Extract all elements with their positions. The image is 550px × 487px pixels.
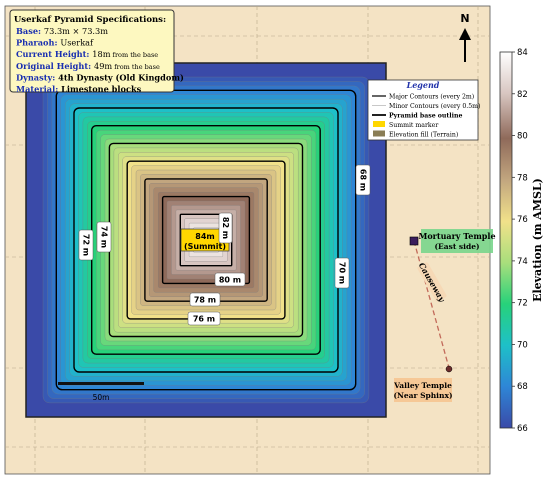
valley-temple-label-bg: [394, 378, 452, 402]
colorbar-tick: 74: [512, 257, 528, 267]
spec-row: Dynasty: 4th Dynasty (Old Kingdom): [16, 72, 184, 82]
svg-text:76: 76: [517, 215, 528, 225]
svg-text:Summit marker: Summit marker: [389, 122, 438, 129]
contour-label-76m: 76 m: [187, 311, 221, 326]
spec-row: Pharaoh: Userkaf: [16, 38, 94, 48]
summit-label-line2: (Summit): [184, 242, 226, 251]
spec-row: Original Height: 49m from the base: [16, 61, 160, 71]
colorbar-tick: 82: [512, 90, 528, 100]
colorbar-tick: 68: [512, 382, 528, 392]
valley-temple-label: Valley Temple: [393, 381, 452, 390]
colorbar-tick: 70: [512, 340, 528, 350]
contour-label-78m: 78 m: [189, 292, 221, 307]
legend: Legend Major Contours (every 2m) Minor Co…: [367, 79, 480, 141]
mortuary-temple-label: Mortuary Temple: [418, 231, 495, 241]
north-label: N: [460, 12, 469, 25]
spec-row: Base: 73.3m × 73.3m: [16, 26, 108, 36]
scale-bar: [58, 382, 144, 385]
colorbar-tick: 84: [512, 48, 528, 58]
contour-label-70m: 70 m: [334, 257, 350, 289]
mortuary-temple-label-bg: [421, 229, 493, 253]
colorbar-tick: 76: [512, 215, 528, 225]
contour-label-72m: 72 m: [78, 229, 94, 261]
svg-text:68: 68: [517, 382, 528, 392]
svg-text:Major Contours (every 2m): Major Contours (every 2m): [389, 93, 474, 100]
contour-label-80m: 80 m: [214, 272, 246, 287]
scale-bar-label: 50m: [93, 393, 110, 402]
svg-text:78: 78: [517, 173, 528, 183]
specifications-title: Userkaf Pyramid Specifications:: [14, 15, 166, 25]
spec-row: Material: Limestone blocks: [16, 84, 142, 94]
contour-label-68m: 68 m: [355, 164, 371, 196]
svg-text:66: 66: [517, 424, 528, 434]
causeway-line: [413, 240, 450, 369]
summit-label-line1: 84m: [195, 232, 214, 241]
svg-text:80 m: 80 m: [219, 276, 241, 285]
legend-item: Pyramid base outline: [372, 112, 462, 119]
svg-text:80: 80: [517, 132, 528, 142]
legend-item: Minor Contours (every 0.5m): [372, 103, 480, 110]
svg-text:Minor Contours (every 0.5m): Minor Contours (every 0.5m): [389, 103, 480, 110]
svg-text:72: 72: [517, 299, 528, 309]
svg-text:70: 70: [517, 340, 528, 350]
colorbar-label: Elevation (m AMSL): [531, 178, 544, 302]
colorbar-tick: 80: [512, 132, 528, 142]
colorbar: [499, 51, 513, 429]
svg-text:82 m: 82 m: [221, 217, 230, 239]
svg-text:Elevation fill (Terrain): Elevation fill (Terrain): [389, 131, 458, 138]
valley-temple-marker: [445, 365, 453, 373]
spec-row: Current Height: 18m from the base: [16, 49, 158, 59]
svg-text:70 m: 70 m: [338, 262, 347, 284]
specifications-box: Userkaf Pyramid Specifications: Base: 73…: [9, 9, 184, 94]
legend-item: Summit marker: [373, 121, 438, 129]
svg-text:82: 82: [517, 90, 528, 100]
colorbar-tick: 78: [512, 173, 528, 183]
svg-text:78 m: 78 m: [194, 296, 216, 305]
legend-item: Major Contours (every 2m): [372, 93, 474, 100]
colorbar-ticks: 84 82 80 78 76 74 72 70 68 66: [512, 48, 528, 434]
svg-text:76 m: 76 m: [193, 315, 215, 324]
legend-title: Legend: [406, 80, 440, 90]
colorbar-tick: 66: [512, 424, 528, 434]
valley-temple-sublabel: (Near Sphinx): [393, 391, 452, 400]
svg-text:68 m: 68 m: [359, 169, 368, 191]
svg-text:Pyramid base outline: Pyramid base outline: [389, 112, 462, 119]
svg-text:84: 84: [517, 48, 528, 58]
mortuary-temple-marker: [409, 236, 419, 246]
svg-text:74: 74: [517, 257, 528, 267]
north-arrow-icon: [459, 28, 471, 62]
svg-text:74 m: 74 m: [100, 226, 109, 248]
contour-label-74m: 74 m: [96, 221, 112, 253]
colorbar-tick: 72: [512, 299, 528, 309]
contour-label-82m: 82 m: [218, 212, 233, 244]
svg-text:72 m: 72 m: [82, 234, 91, 256]
legend-item: Elevation fill (Terrain): [373, 130, 458, 138]
mortuary-temple-sublabel: (East side): [434, 242, 479, 251]
